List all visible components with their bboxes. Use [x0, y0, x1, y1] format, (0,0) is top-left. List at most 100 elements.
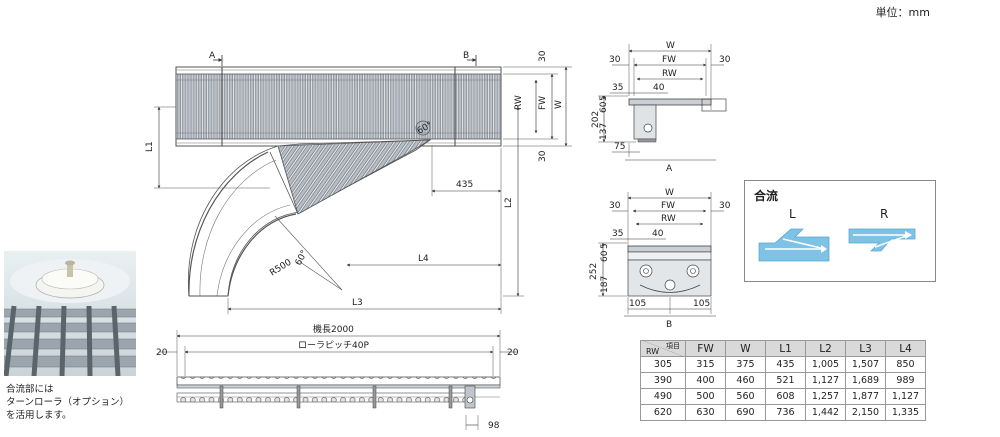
table-cell: 1,127 [885, 388, 926, 405]
plan-w: W [554, 100, 564, 109]
section-b-view: W FW RW 30 30 35 40 252 187 60 5 105 [589, 188, 731, 330]
sa-dim-137: 137 [599, 123, 609, 140]
unit-label: 単位：mm [875, 6, 930, 19]
table-cell: 2,150 [845, 404, 886, 421]
sb-dim-35: 35 [612, 229, 623, 239]
side-dim-20-left: 20 [156, 348, 168, 358]
table-cell: 1,507 [845, 356, 886, 373]
sb-dim-252: 252 [589, 263, 599, 280]
table-cell: 1,127 [805, 372, 846, 389]
table-cell: 1,335 [885, 404, 926, 421]
side-dim-98: 98 [488, 421, 500, 431]
radius-r500: R500 [268, 258, 293, 279]
sa-dim-30-right: 30 [719, 55, 731, 65]
table-cell: 1,689 [845, 372, 886, 389]
merge-diagram-box: 合流 L R [744, 180, 936, 282]
table-cell: 608 [765, 388, 806, 405]
photo-note-line-3: を活用します。 [6, 410, 72, 421]
header-fw: FW [685, 340, 726, 357]
sa-dim-5: 5 [599, 95, 609, 101]
table-cell: 521 [765, 372, 806, 389]
header-l2: L2 [805, 340, 846, 357]
header-l4: L4 [885, 340, 926, 357]
side-dim-20-right: 20 [507, 348, 519, 358]
spec-corner-header: 項目 RW [640, 340, 686, 357]
merge-right-label: R [880, 207, 889, 221]
plan-view: 60° R500 60° A B RW FW W 30 30 L1 L2 [145, 50, 572, 314]
table-row: 390 400 460 521 1,127 1,689 989 [640, 372, 926, 389]
photo-note: 合流部には ターンローラ（オプション） を活用します。 [6, 383, 129, 422]
merge-left-label: L [789, 207, 796, 221]
table-cell: 390 [640, 372, 686, 389]
sa-w: W [666, 41, 675, 51]
corner-rw-label: RW [646, 347, 660, 356]
section-a-view: W FW RW 30 30 35 40 202 137 60 5 75 A [591, 41, 731, 174]
table-cell: 560 [725, 388, 766, 405]
sb-dim-105-right: 105 [693, 299, 710, 309]
photo-note-line-1: 合流部には [6, 384, 54, 395]
plan-rw: RW [514, 95, 524, 110]
plan-l1: L1 [145, 141, 155, 152]
table-cell: 989 [885, 372, 926, 389]
sa-dim-75: 75 [614, 142, 625, 152]
plan-dim-435: 435 [456, 180, 473, 190]
table-cell: 460 [725, 372, 766, 389]
sb-dim-30-right: 30 [719, 201, 731, 211]
table-cell: 690 [725, 404, 766, 421]
angle-60-lower: 60° [294, 249, 310, 268]
photo-note-line-2: ターンローラ（オプション） [6, 397, 130, 408]
roller-pitch: ローラピッチ40P [298, 340, 369, 351]
plan-l2: L2 [504, 197, 514, 208]
section-a-marker: A [209, 51, 216, 61]
plan-l3: L3 [352, 298, 363, 308]
sb-dim-40: 40 [652, 229, 664, 239]
sa-dim-202: 202 [591, 111, 601, 128]
table-cell: 490 [640, 388, 686, 405]
sb-w: W [665, 188, 674, 198]
sa-label: A [666, 164, 673, 174]
table-cell: 630 [685, 404, 726, 421]
sb-label: B [666, 320, 672, 330]
spec-table: 項目 RW FW W L1 L2 L3 L4 305 315 375 435 1,… [640, 340, 926, 421]
table-cell: 850 [885, 356, 926, 373]
table-cell: 1,257 [805, 388, 846, 405]
sb-fw: FW [661, 201, 675, 211]
plan-dim-30-bottom: 30 [538, 150, 548, 162]
sb-rw: RW [661, 214, 676, 224]
header-l3: L3 [845, 340, 886, 357]
plan-fw: FW [538, 96, 548, 110]
table-row: 490 500 560 608 1,257 1,877 1,127 [640, 388, 926, 405]
merge-title: 合流 [754, 189, 779, 203]
side-view: 機長2000 ローラピッチ40P 20 20 98 [156, 323, 519, 431]
sa-dim-30-left: 30 [609, 55, 621, 65]
table-cell: 500 [685, 388, 726, 405]
section-b-marker: B [463, 51, 469, 61]
sb-dim-187: 187 [600, 276, 610, 293]
sb-dim-105-left: 105 [629, 299, 646, 309]
table-cell: 435 [765, 356, 806, 373]
table-cell: 305 [640, 356, 686, 373]
header-w: W [725, 340, 766, 357]
table-cell: 375 [725, 356, 766, 373]
spec-header-row: 項目 RW FW W L1 L2 L3 L4 [640, 340, 926, 357]
sa-fw: FW [662, 55, 676, 65]
table-cell: 1,442 [805, 404, 846, 421]
sa-dim-60: 60 [599, 101, 609, 113]
table-cell: 1,877 [845, 388, 886, 405]
table-row: 620 630 690 736 1,442 2,150 1,335 [640, 404, 926, 421]
table-cell: 620 [640, 404, 686, 421]
corner-item-label: 項目 [666, 342, 680, 350]
header-l1: L1 [765, 340, 806, 357]
merge-left-shape [758, 228, 830, 262]
table-cell: 315 [685, 356, 726, 373]
sb-dim-30-left: 30 [609, 201, 621, 211]
table-cell: 736 [765, 404, 806, 421]
sa-dim-40: 40 [653, 83, 665, 93]
turn-roller-photo [4, 251, 136, 376]
table-cell: 1,005 [805, 356, 846, 373]
table-cell: 400 [685, 372, 726, 389]
machine-length: 機長2000 [313, 323, 354, 335]
table-row: 305 315 375 435 1,005 1,507 850 [640, 356, 926, 373]
sb-dim-60: 60 [600, 250, 610, 262]
